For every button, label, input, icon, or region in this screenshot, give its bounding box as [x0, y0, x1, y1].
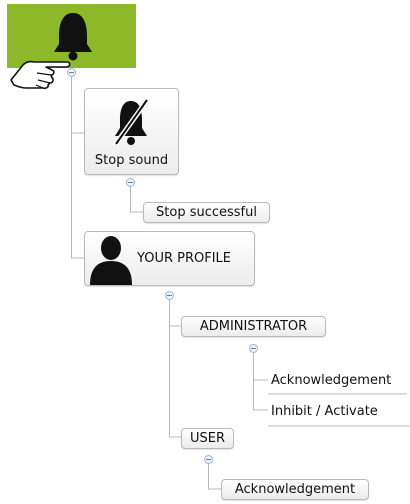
- root-node[interactable]: [7, 4, 136, 68]
- collapse-toggle-stop-sound[interactable]: [126, 178, 135, 187]
- user-silhouette-icon: [90, 236, 132, 285]
- user-node[interactable]: USER: [181, 428, 234, 449]
- admin-inhibit-activate-label: Inhibit / Activate: [271, 404, 378, 419]
- administrator-node[interactable]: ADMINISTRATOR: [181, 316, 326, 337]
- admin-acknowledgement-label: Acknowledgement: [271, 373, 392, 388]
- stop-sound-node[interactable]: Stop sound: [84, 88, 179, 175]
- bell-icon: [54, 13, 92, 61]
- stop-successful-label: Stop successful: [156, 205, 257, 220]
- muted-bell-icon: [112, 97, 151, 147]
- stop-sound-label: Stop sound: [94, 153, 169, 168]
- user-label: USER: [189, 431, 225, 446]
- pointing-hand-icon: [10, 60, 71, 90]
- your-profile-label: YOUR PROFILE: [137, 251, 232, 266]
- admin-acknowledgement-node[interactable]: Acknowledgement: [271, 374, 391, 387]
- collapse-toggle-administrator[interactable]: [249, 344, 258, 353]
- administrator-label: ADMINISTRATOR: [199, 319, 308, 334]
- admin-inhibit-activate-node[interactable]: Inhibit / Activate: [271, 405, 378, 418]
- user-acknowledgement-node[interactable]: Acknowledgement: [221, 479, 369, 500]
- stop-successful-node[interactable]: Stop successful: [143, 202, 270, 223]
- collapse-toggle-profile[interactable]: [165, 291, 174, 300]
- collapse-toggle-root[interactable]: [67, 68, 76, 77]
- your-profile-node[interactable]: YOUR PROFILE: [84, 231, 255, 286]
- collapse-toggle-user[interactable]: [204, 455, 213, 464]
- user-acknowledgement-label: Acknowledgement: [234, 482, 356, 497]
